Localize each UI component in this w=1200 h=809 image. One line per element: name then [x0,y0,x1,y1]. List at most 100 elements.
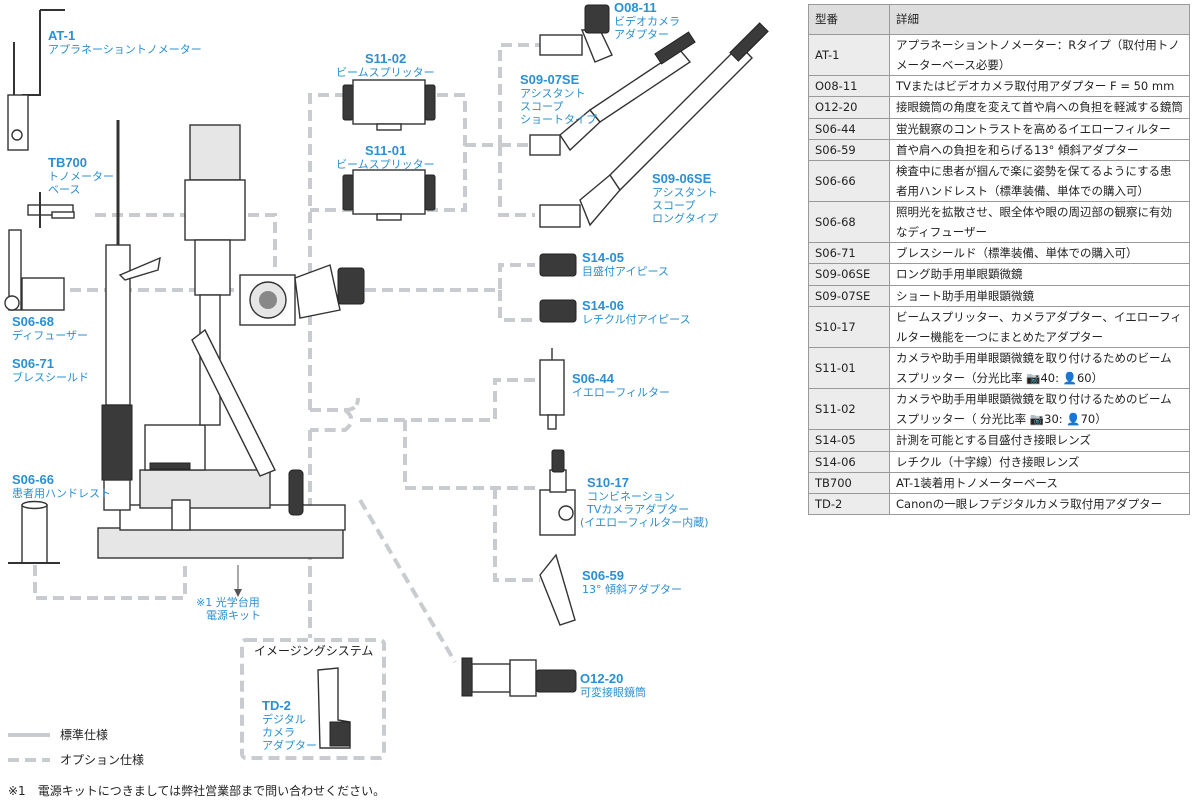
s1101-drawing [342,169,436,221]
detail-cell: カメラや助手用単眼顕微鏡を取り付けるためのビームスプリッター（ 分光比率 📷30… [889,388,1190,431]
s1017-code: S10-17 [587,475,629,490]
legend-standard: 標準仕様 [60,727,108,742]
s0907-desc-1: アシスタント [520,87,586,100]
s0907-code: S09-07SE [520,72,580,87]
s1405-drawing [539,253,577,277]
tb700-drawing [27,192,75,228]
s1405-code: S14-05 [582,250,624,265]
s1102-code: S11-02 [365,51,406,66]
imaging-system-label: イメージングシステム [254,644,373,658]
s1102-desc: ビームスプリッター [336,66,435,79]
o0811-desc-2: アダプター [614,27,669,41]
s1102-drawing [342,79,436,131]
detail-cell: 首や肩への負担を和らげる13° 傾斜アダプター [889,138,1190,161]
s0644-code: S06-44 [572,371,615,386]
td2-desc-3: アダプター [262,738,317,752]
model-cell: S06-71 [808,242,890,265]
s0668-code: S06-68 [12,314,54,329]
s0906-desc-3: ロングタイプ [652,211,718,225]
o0811-drawing [539,4,613,63]
td2-desc-2: カメラ [262,726,295,739]
detail-cell: AT-1装着用トノメーターベース [889,471,1190,494]
s1406-drawing [539,299,577,323]
model-cell: S11-02 [808,388,890,431]
s1405-desc: 目盛付アイピース [582,264,669,278]
model-cell: TD-2 [808,492,890,515]
legend: 標準仕様 オプション仕様 [8,727,144,767]
model-cell: S09-06SE [808,263,890,286]
model-cell: S14-05 [808,429,890,452]
model-cell: S06-59 [808,138,890,161]
detail-cell: 検査中に患者が掴んで楽に姿勢を保てるようにする患者用ハンドレスト（標準装備、単体… [889,159,1190,203]
s0644-desc: イエローフィルター [572,386,670,399]
detail-cell: ショート助手用単眼顕微鏡 [889,284,1190,307]
footnote: ※1 電源キットにつきましては弊社営業部まで問い合わせください。 [8,783,385,798]
o0811-desc-1: ビデオカメラ [614,14,680,28]
s0907-drawing [529,31,696,156]
s1406-desc: レチクル付アイピース [582,313,691,326]
detail-cell: ロング助手用単眼顕微鏡 [889,263,1190,286]
o0811-code: O08-11 [614,0,657,15]
header-detail: 詳細 [889,4,1190,35]
s0671-desc: ブレスシールド [12,370,89,384]
at1-drawing [7,9,65,151]
model-cell: O08-11 [808,75,890,98]
s0659-drawing [539,553,576,626]
model-cell: S14-06 [808,450,890,473]
s0671-code: S06-71 [12,356,54,371]
s0668-drawing [4,229,65,311]
table-header-row: 型番 詳細 [808,4,1190,35]
td2-drawing [317,667,351,749]
s0907-desc-3: ショートタイプ [520,113,597,126]
s1017-desc-2: TVカメラアダプター [586,502,689,516]
at1-desc: アプラネーショントノメーター [48,43,202,56]
detail-cell: カメラや助手用単眼顕微鏡を取り付けるためのビームスプリッター（分光比率 📷40:… [889,346,1190,390]
s1017-desc-1: コンビネーション [587,490,675,503]
s0666-desc: 患者用ハンドレスト [12,487,111,500]
s1101-code: S11-01 [365,143,406,158]
at1-code: AT-1 [48,28,75,43]
s0666-drawing [8,500,60,564]
model-cell: O12-20 [808,96,890,119]
header-model: 型番 [808,4,890,35]
detail-cell: アプラネーショントノメーター：Rタイプ（取付用トノメーターベース必要） [889,33,1190,77]
model-cell: TB700 [808,471,890,494]
detail-cell: TVまたはビデオカメラ取付用アダプター F = 50 mm [889,75,1190,98]
detail-cell: ビームスプリッター、カメラアダプター、イエローフィルター機能を一つにまとめたアダ… [889,305,1190,348]
model-cell: S09-07SE [808,284,890,307]
s1017-drawing [539,449,576,536]
s1406-code: S14-06 [582,298,624,313]
detail-cell: 接眼鏡筒の角度を変えて首や肩への負担を軽減する鏡筒 [889,96,1190,119]
power-note-1: ※1 光学台用 [196,595,260,609]
detail-cell: 照明光を拡散させ、眼全体や眼の周辺部の観察に有効なディフューザー [889,200,1190,244]
legend-option: オプション仕様 [60,753,144,767]
s0659-desc: 13° 傾斜アダプター [582,582,682,596]
td2-desc-1: デジタル [262,712,306,726]
s1017-desc-3: (イエローフィルター内蔵) [580,515,709,529]
s0906-desc-2: スコープ [652,199,695,212]
model-cell: S06-66 [808,159,890,203]
s0906-desc-1: アシスタント [652,186,718,199]
s0666-code: S06-66 [12,472,54,487]
s0906-code: S09-06SE [652,171,712,186]
model-cell: S11-01 [808,346,890,390]
detail-cell: ブレスシールド（標準装備、単体での購入可） [889,242,1190,265]
s0668-desc: ディフューザー [12,328,88,342]
o1220-code: O12-20 [580,671,623,686]
